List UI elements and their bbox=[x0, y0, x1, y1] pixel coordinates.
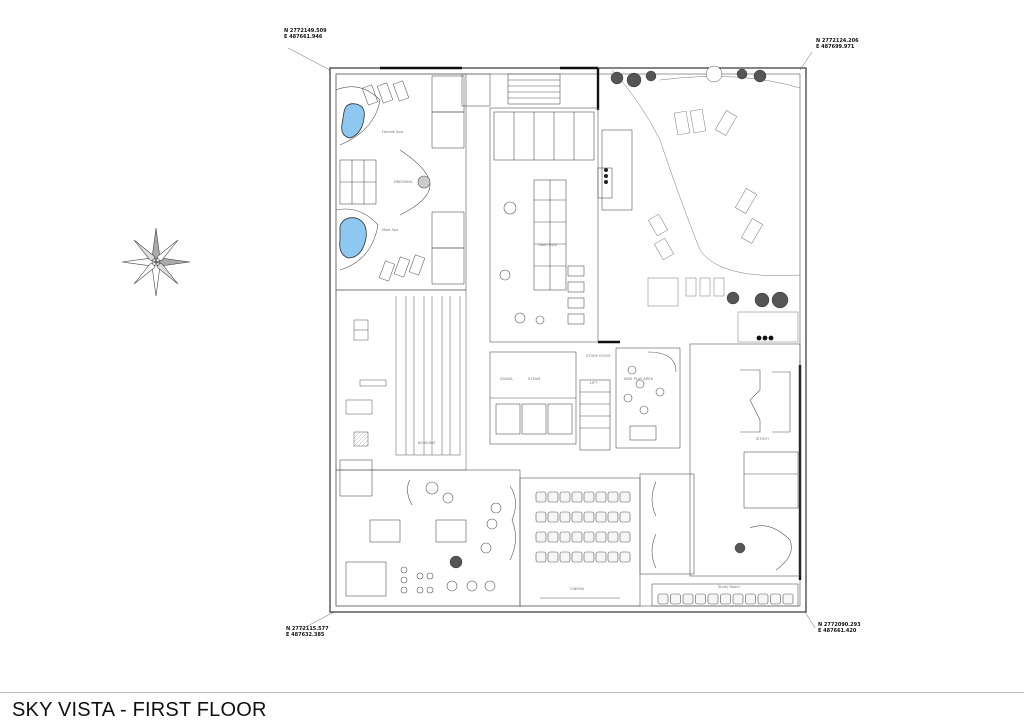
sitout-area bbox=[689, 343, 801, 577]
cinema-seat bbox=[619, 511, 631, 523]
cinema-seat bbox=[595, 511, 607, 523]
label-lift: LIFT bbox=[590, 381, 598, 385]
cinema-seat bbox=[583, 491, 595, 503]
planters bbox=[756, 335, 774, 341]
cinema-seat bbox=[535, 531, 547, 543]
cinema-seat bbox=[595, 491, 607, 503]
study-seat bbox=[657, 593, 669, 605]
label-female-spa: Female Spa bbox=[382, 130, 403, 134]
coordinate-top-left-n: N 2772149.509 bbox=[284, 28, 327, 34]
study-seat bbox=[770, 593, 781, 605]
page-title: SKY VISTA - FIRST FLOOR bbox=[12, 699, 267, 721]
gym-dumbbells bbox=[604, 168, 608, 184]
study-seat bbox=[707, 593, 719, 605]
cinema-seat bbox=[619, 551, 631, 563]
cinema-seat bbox=[619, 491, 631, 503]
coordinate-bottom-left: N 2772115.577 E 487632.385 bbox=[286, 626, 329, 638]
kids-play-area-furniture bbox=[615, 347, 681, 449]
label-cinema: CINEMA bbox=[570, 587, 585, 591]
study-seats bbox=[657, 593, 794, 605]
cinema-seat bbox=[559, 531, 571, 543]
cinema-seat bbox=[583, 551, 595, 563]
garden-terrace bbox=[611, 69, 801, 343]
cinema-seat bbox=[607, 491, 619, 503]
cinema-seat bbox=[535, 491, 547, 503]
building-outline bbox=[329, 67, 807, 613]
study-seat bbox=[757, 593, 769, 605]
label-study-room: Study Room bbox=[718, 585, 740, 589]
coordinate-top-left-e: E 487661.946 bbox=[284, 34, 323, 40]
bowling-lanes bbox=[335, 289, 467, 471]
study-seat bbox=[695, 593, 706, 605]
study-seat bbox=[682, 593, 694, 605]
cinema-seats bbox=[535, 491, 631, 563]
wet-area-block bbox=[489, 351, 611, 451]
cinema-seat bbox=[547, 511, 559, 523]
cinema-seat bbox=[571, 551, 583, 563]
cinema-seat bbox=[571, 491, 583, 503]
title-bar: SKY VISTA - FIRST FLOOR bbox=[0, 692, 1024, 724]
cinema-seat bbox=[571, 531, 583, 543]
label-dressing: DRESSING bbox=[394, 180, 413, 184]
cinema-seat bbox=[583, 531, 595, 543]
study-seat bbox=[782, 593, 794, 605]
label-open-gym: Open Gym bbox=[538, 243, 558, 247]
cinema-seat bbox=[607, 551, 619, 563]
coordinate-bottom-right: N 2772090.293 E 487661.420 bbox=[818, 622, 861, 634]
coordinate-top-right-n: N 2772124.206 bbox=[816, 38, 859, 44]
cinema-seat bbox=[619, 531, 631, 543]
cinema-seat bbox=[595, 551, 607, 563]
male-pool bbox=[339, 217, 367, 259]
label-steam: STEAM bbox=[528, 377, 540, 381]
study-seat bbox=[745, 593, 756, 605]
study-seat bbox=[732, 593, 744, 605]
study-seat bbox=[720, 593, 731, 605]
cinema-seat bbox=[595, 531, 607, 543]
cinema-seat bbox=[547, 491, 559, 503]
cinema-seat bbox=[559, 511, 571, 523]
label-store-room: STORE ROOM bbox=[586, 354, 610, 358]
coordinate-top-right: N 2772124.206 E 487699.971 bbox=[816, 38, 859, 50]
study-seat bbox=[670, 593, 681, 605]
cinema-seat bbox=[559, 551, 571, 563]
study-room bbox=[639, 473, 799, 607]
cinema-seat bbox=[583, 511, 595, 523]
coordinate-top-right-e: E 487699.971 bbox=[816, 44, 855, 50]
coordinate-bottom-right-e: E 487661.420 bbox=[818, 628, 857, 634]
plot-boundary bbox=[287, 47, 816, 631]
cinema-seat bbox=[607, 531, 619, 543]
coordinate-bottom-right-n: N 2772090.293 bbox=[818, 622, 861, 628]
cinema-seat bbox=[571, 511, 583, 523]
cinema-seat bbox=[535, 511, 547, 523]
label-sitout: SITOUT bbox=[756, 437, 770, 441]
cinema-seat bbox=[547, 531, 559, 543]
label-sauna: SAUNA bbox=[500, 377, 513, 381]
coordinate-bottom-left-n: N 2772115.577 bbox=[286, 626, 329, 632]
cinema-seat bbox=[559, 491, 571, 503]
cinema-seat bbox=[607, 511, 619, 523]
coordinate-bottom-left-e: E 487632.385 bbox=[286, 632, 325, 638]
label-bowling: BOWLING bbox=[418, 441, 436, 445]
heavy-walls bbox=[380, 66, 802, 580]
trees bbox=[449, 65, 789, 569]
lounge-area bbox=[335, 459, 521, 607]
female-pool bbox=[341, 103, 365, 139]
cinema-seat bbox=[547, 551, 559, 563]
gym-block bbox=[461, 73, 633, 343]
cinema-seat bbox=[535, 551, 547, 563]
label-kids-play-area: KIDS PLAY AREA bbox=[624, 377, 654, 381]
north-arrow-icon bbox=[121, 227, 191, 297]
label-male-spa: Male Spa bbox=[382, 228, 398, 232]
coordinate-top-left: N 2772149.509 E 487661.946 bbox=[284, 28, 327, 40]
